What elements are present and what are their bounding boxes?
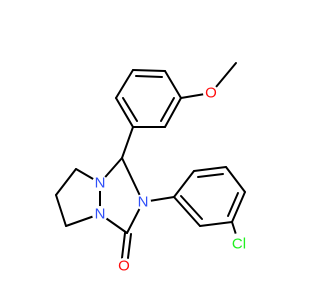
- atom-chlorine: Cl: [228, 233, 250, 255]
- bond-aryl2-d1: [197, 173, 224, 178]
- atom-o-methoxy: O: [203, 85, 219, 102]
- atom-n-ring-top: N: [92, 175, 108, 192]
- bond-ch-n-aryl: [121, 157, 144, 203]
- bond-aryl2-r1: [173, 170, 195, 198]
- bond-aryl2-r6: [173, 196, 201, 227]
- bond-aryl1-r2: [132, 69, 166, 72]
- bond-aryl1-r6: [164, 97, 182, 128]
- atom-n-ring-bottom: N: [92, 206, 108, 223]
- bond-co-o-b: [127, 233, 132, 259]
- atom-label-n-ring-bottom: N: [95, 206, 106, 223]
- bond-aryl2-r2: [193, 166, 227, 172]
- atom-label-o-methoxy: O: [205, 85, 217, 102]
- bond-c2-c3: [55, 194, 67, 227]
- bond-aryl1-r4: [115, 97, 134, 128]
- bond-aryl2-r4: [231, 191, 246, 223]
- atom-label-chlorine: Cl: [232, 236, 246, 253]
- atom-label-n-aryl: N: [138, 194, 149, 211]
- bond-aryl1-d1: [135, 75, 163, 78]
- bond-c1-c2: [55, 168, 77, 196]
- atom-o-carbonyl: O: [116, 258, 132, 275]
- atom-label-o-carbonyl: O: [118, 258, 130, 275]
- atom-label-n-ring-top: N: [95, 175, 106, 192]
- bond-aryl2-r5: [199, 221, 233, 227]
- atom-n-aryl: N: [135, 194, 151, 211]
- bond-co-o-a: [121, 232, 126, 259]
- bond-aryl1-ch: [121, 126, 134, 159]
- bond-aryl2-d3: [180, 195, 203, 220]
- atom-label-layer: O N N N Cl O: [92, 85, 250, 275]
- bond-aryl1-d3: [160, 97, 175, 122]
- bond-aryl1-r3: [115, 69, 134, 99]
- bond-aryl1-d2: [122, 97, 138, 122]
- bond-aryl2-r3: [225, 166, 246, 193]
- bond-aryl1-r1: [164, 70, 182, 99]
- bond-layer: [55, 62, 246, 259]
- bond-aryl2-d2: [227, 192, 239, 217]
- molecule-structure: O N N N Cl O: [55, 62, 250, 275]
